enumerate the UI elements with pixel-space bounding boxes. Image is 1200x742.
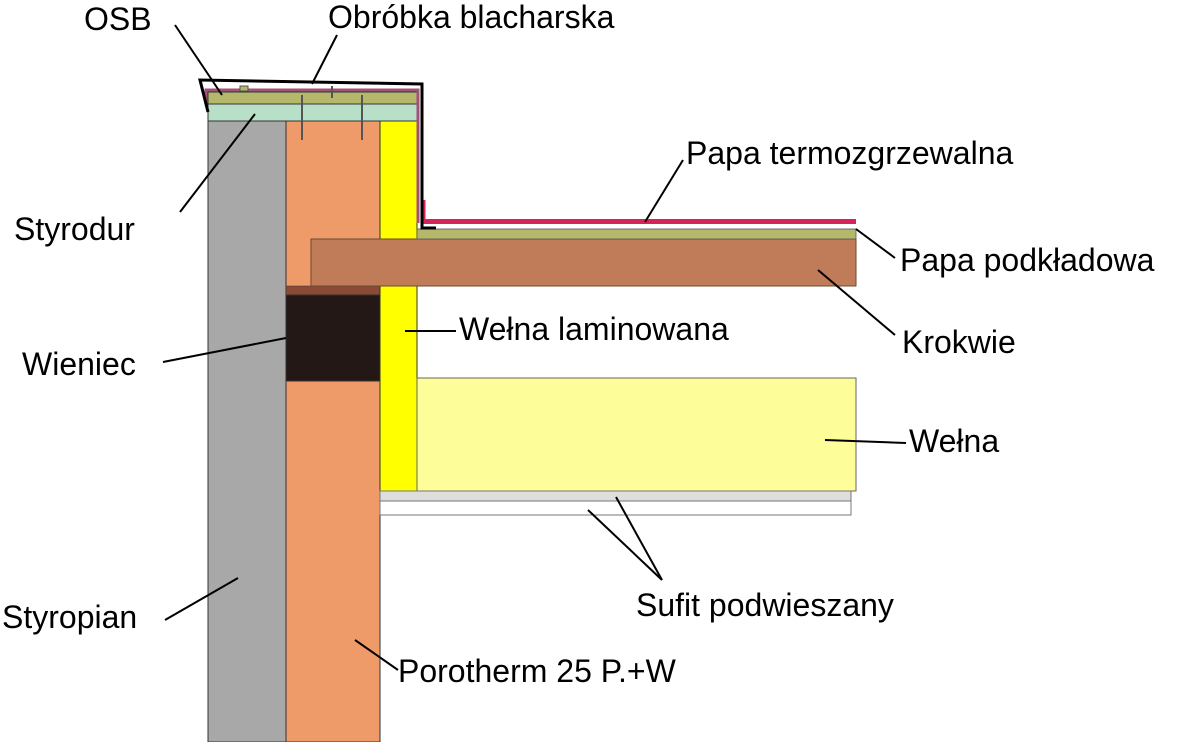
label-papa-podklad: Papa podkładowa — [900, 242, 1155, 278]
label-sufit: Sufit podwieszany — [636, 587, 894, 623]
parapet-fasteners — [239, 85, 363, 140]
label-krokwie: Krokwie — [902, 324, 1016, 360]
styropian-layer — [207, 120, 287, 742]
label-styropian: Styropian — [2, 599, 137, 635]
label-welna: Wełna — [909, 423, 999, 459]
leader-lines — [162, 24, 907, 671]
porotherm-wall — [285, 120, 381, 742]
leader-papa-termo — [644, 159, 684, 223]
label-wieniec: Wieniec — [22, 346, 136, 382]
papa-termozgrzewalna-layer — [422, 219, 856, 224]
label-obrobka: Obróbka blacharska — [328, 0, 615, 35]
label-styrodur: Styrodur — [14, 211, 135, 247]
sufit-lower-board — [379, 500, 852, 516]
krokwie-beam — [310, 238, 857, 287]
papa-podkladowa-layer — [416, 228, 857, 240]
leader-styropian — [164, 577, 239, 621]
label-welna-lam: Wełna laminowana — [459, 311, 729, 347]
leader-obrobka — [311, 34, 338, 85]
leader-porotherm — [354, 639, 399, 671]
leader-osb — [174, 24, 223, 96]
leader-styrodur — [179, 113, 256, 213]
fastener-clip — [239, 85, 249, 92]
welna-laminowana-layer — [379, 120, 418, 492]
welna-layer — [416, 377, 857, 492]
labels: OSB Obróbka blacharska Styrodur Papa ter… — [2, 0, 1155, 689]
osb-board — [207, 91, 418, 105]
parapet-membrane — [204, 88, 420, 223]
styrodur-layer — [207, 103, 418, 122]
leader-welna — [824, 439, 907, 444]
label-osb: OSB — [84, 1, 152, 37]
obrobka-blacharska — [198, 78, 436, 230]
leader-wieniec — [162, 337, 287, 363]
leader-sufit-1 — [587, 509, 663, 581]
leader-krokwie — [817, 269, 896, 336]
leader-papa-podklad — [855, 228, 896, 259]
leader-sufit-2 — [615, 496, 663, 581]
wieniec-beam — [285, 294, 381, 382]
wieniec-top-strip — [285, 285, 381, 296]
sufit-board — [379, 490, 852, 502]
label-porotherm: Porotherm 25 P.+W — [398, 653, 677, 689]
label-papa-termo: Papa termozgrzewalna — [686, 135, 1013, 171]
